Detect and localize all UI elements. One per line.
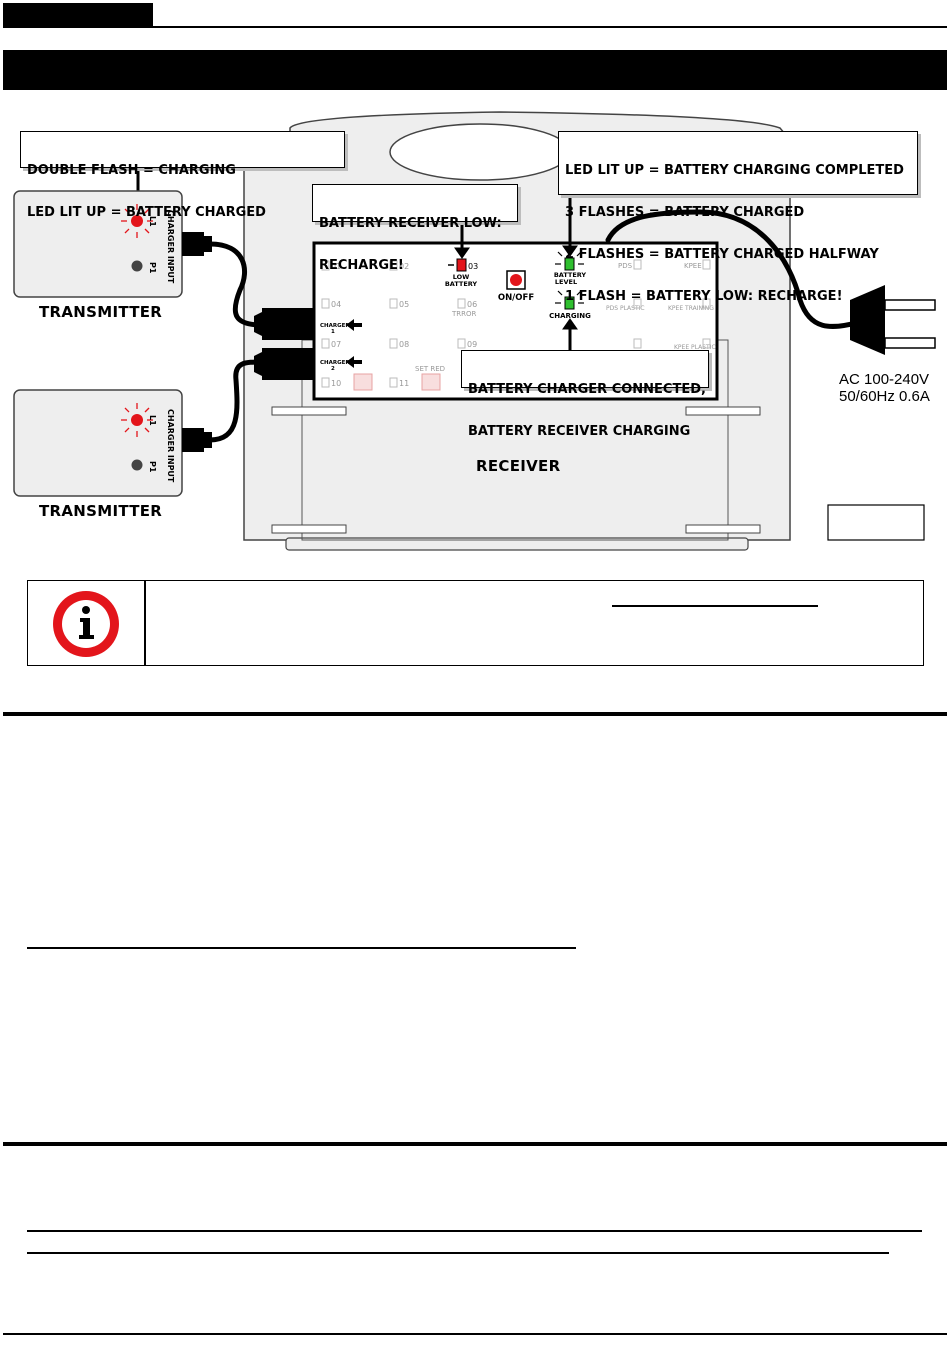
info-box	[27, 580, 924, 666]
label-box	[827, 504, 925, 541]
transmitter-2-label: TRANSMITTER	[39, 502, 163, 520]
cell-label: 07	[331, 340, 341, 349]
section-title-bar	[3, 50, 947, 90]
battery-level-label: BATTERY	[554, 271, 587, 279]
info-icon	[53, 591, 119, 657]
charger-2-indicator: CHARGER 2	[320, 356, 362, 372]
cell-label: 11	[399, 379, 409, 388]
charger-1-indicator: CHARGER 1	[320, 319, 362, 335]
button-label: P1	[148, 262, 157, 274]
header-rule	[3, 26, 947, 28]
charging-diagram: 01 02 04 05 06 07 08 09 10 11 TRROR SET …	[13, 111, 936, 551]
power-spec: AC 100-240V 50/60Hz 0.6A	[839, 371, 930, 405]
panel-cells: 01 02 04 05 06 07 08 09 10 11 TRROR SET …	[321, 259, 716, 391]
button-label: P1	[148, 461, 157, 473]
cables	[207, 209, 863, 443]
svg-text:CHARGER: CHARGER	[320, 323, 350, 329]
cell-label: 08	[399, 340, 409, 349]
cell-label: 06	[467, 300, 477, 309]
cell-label: 09	[467, 340, 477, 349]
faint-label: KPEE PLASTIC	[674, 344, 716, 351]
text-underline-1	[27, 947, 576, 949]
section-rule-2	[3, 1142, 947, 1146]
info-box-divider	[144, 580, 146, 666]
faint-label: KPEE	[684, 262, 702, 270]
callout-line: RECHARGE!	[319, 258, 404, 273]
callout-line: BATTERY RECEIVER CHARGING	[468, 424, 691, 439]
callout-line: BATTERY RECEIVER LOW:	[319, 216, 502, 231]
svg-text:CHARGER: CHARGER	[320, 360, 350, 366]
charger-connectors	[254, 308, 318, 380]
section-rule-1	[3, 712, 947, 716]
charging-label: CHARGING	[549, 312, 591, 320]
cell-label: 02	[399, 262, 409, 271]
faint-label: PDS PLASTIC	[606, 305, 645, 312]
power-spec-line-2: 50/60Hz 0.6A	[839, 388, 930, 405]
receiver-low-callout: BATTERY RECEIVER LOW: RECHARGE!	[312, 184, 518, 273]
footer-rule	[3, 1333, 947, 1335]
svg-text:2: 2	[331, 366, 335, 372]
callout-line: 3 FLASHES = BATTERY CHARGED	[565, 205, 805, 220]
transmitter-2: L1 P1 CHARGER INPUT	[13, 389, 212, 497]
battery-level-label-2: LEVEL	[555, 278, 577, 286]
charging-led: CHARGING	[549, 290, 591, 320]
transmitter-1-label: TRANSMITTER	[39, 303, 163, 321]
text-underline-2	[27, 1230, 922, 1232]
cell-label: 03	[468, 262, 478, 271]
faint-label: PDS	[618, 262, 633, 270]
info-underline	[612, 605, 818, 607]
battery-level-led: BATTERY LEVEL	[554, 251, 587, 286]
port-label: CHARGER INPUT	[166, 409, 175, 483]
transmitter-led-callout: DOUBLE FLASH = CHARGING LED LIT UP = BAT…	[20, 131, 345, 220]
callout-line: LED LIT UP = BATTERY CHARGED	[27, 205, 266, 220]
charger-connected-callout: BATTERY CHARGER CONNECTED, BATTERY RECEI…	[461, 350, 709, 439]
led-label: L1	[148, 216, 157, 227]
text-underline-3	[27, 1252, 889, 1254]
power-spec-line-1: AC 100-240V	[839, 371, 930, 388]
faint-label: SET RED	[415, 365, 445, 373]
callout-line: DOUBLE FLASH = CHARGING	[27, 163, 236, 178]
header-tab	[3, 3, 153, 27]
port-label: CHARGER INPUT	[166, 210, 175, 284]
low-battery-label-2: BATTERY	[445, 280, 478, 288]
on-off-button: ON/OFF	[498, 270, 534, 303]
led-label: L1	[148, 415, 157, 426]
cell-label: 04	[331, 300, 341, 309]
low-battery-led: 03 LOW BATTERY	[445, 258, 478, 288]
callout-line: 1 FLASH = BATTERY LOW: RECHARGE!	[565, 289, 843, 304]
transmitter-1: L1 P1 CHARGER INPUT	[13, 190, 212, 298]
faint-label: TRROR	[451, 310, 477, 318]
cell-label: 05	[399, 300, 409, 309]
receiver-label: RECEIVER	[476, 457, 561, 475]
cell-label: 10	[331, 379, 341, 388]
callout-line: 2 FLASHES = BATTERY CHARGED HALFWAY	[565, 247, 879, 262]
battery-level-callout: LED LIT UP = BATTERY CHARGING COMPLETED …	[558, 131, 918, 304]
callout-line: LED LIT UP = BATTERY CHARGING COMPLETED	[565, 163, 904, 178]
faint-label: KPEE TRAINING	[668, 305, 714, 312]
on-off-label: ON/OFF	[498, 293, 534, 303]
power-plug	[850, 285, 936, 355]
low-battery-label: LOW	[453, 273, 470, 281]
svg-text:1: 1	[331, 329, 335, 335]
cell-label: 01	[331, 262, 341, 271]
callout-line: BATTERY CHARGER CONNECTED,	[468, 382, 706, 397]
